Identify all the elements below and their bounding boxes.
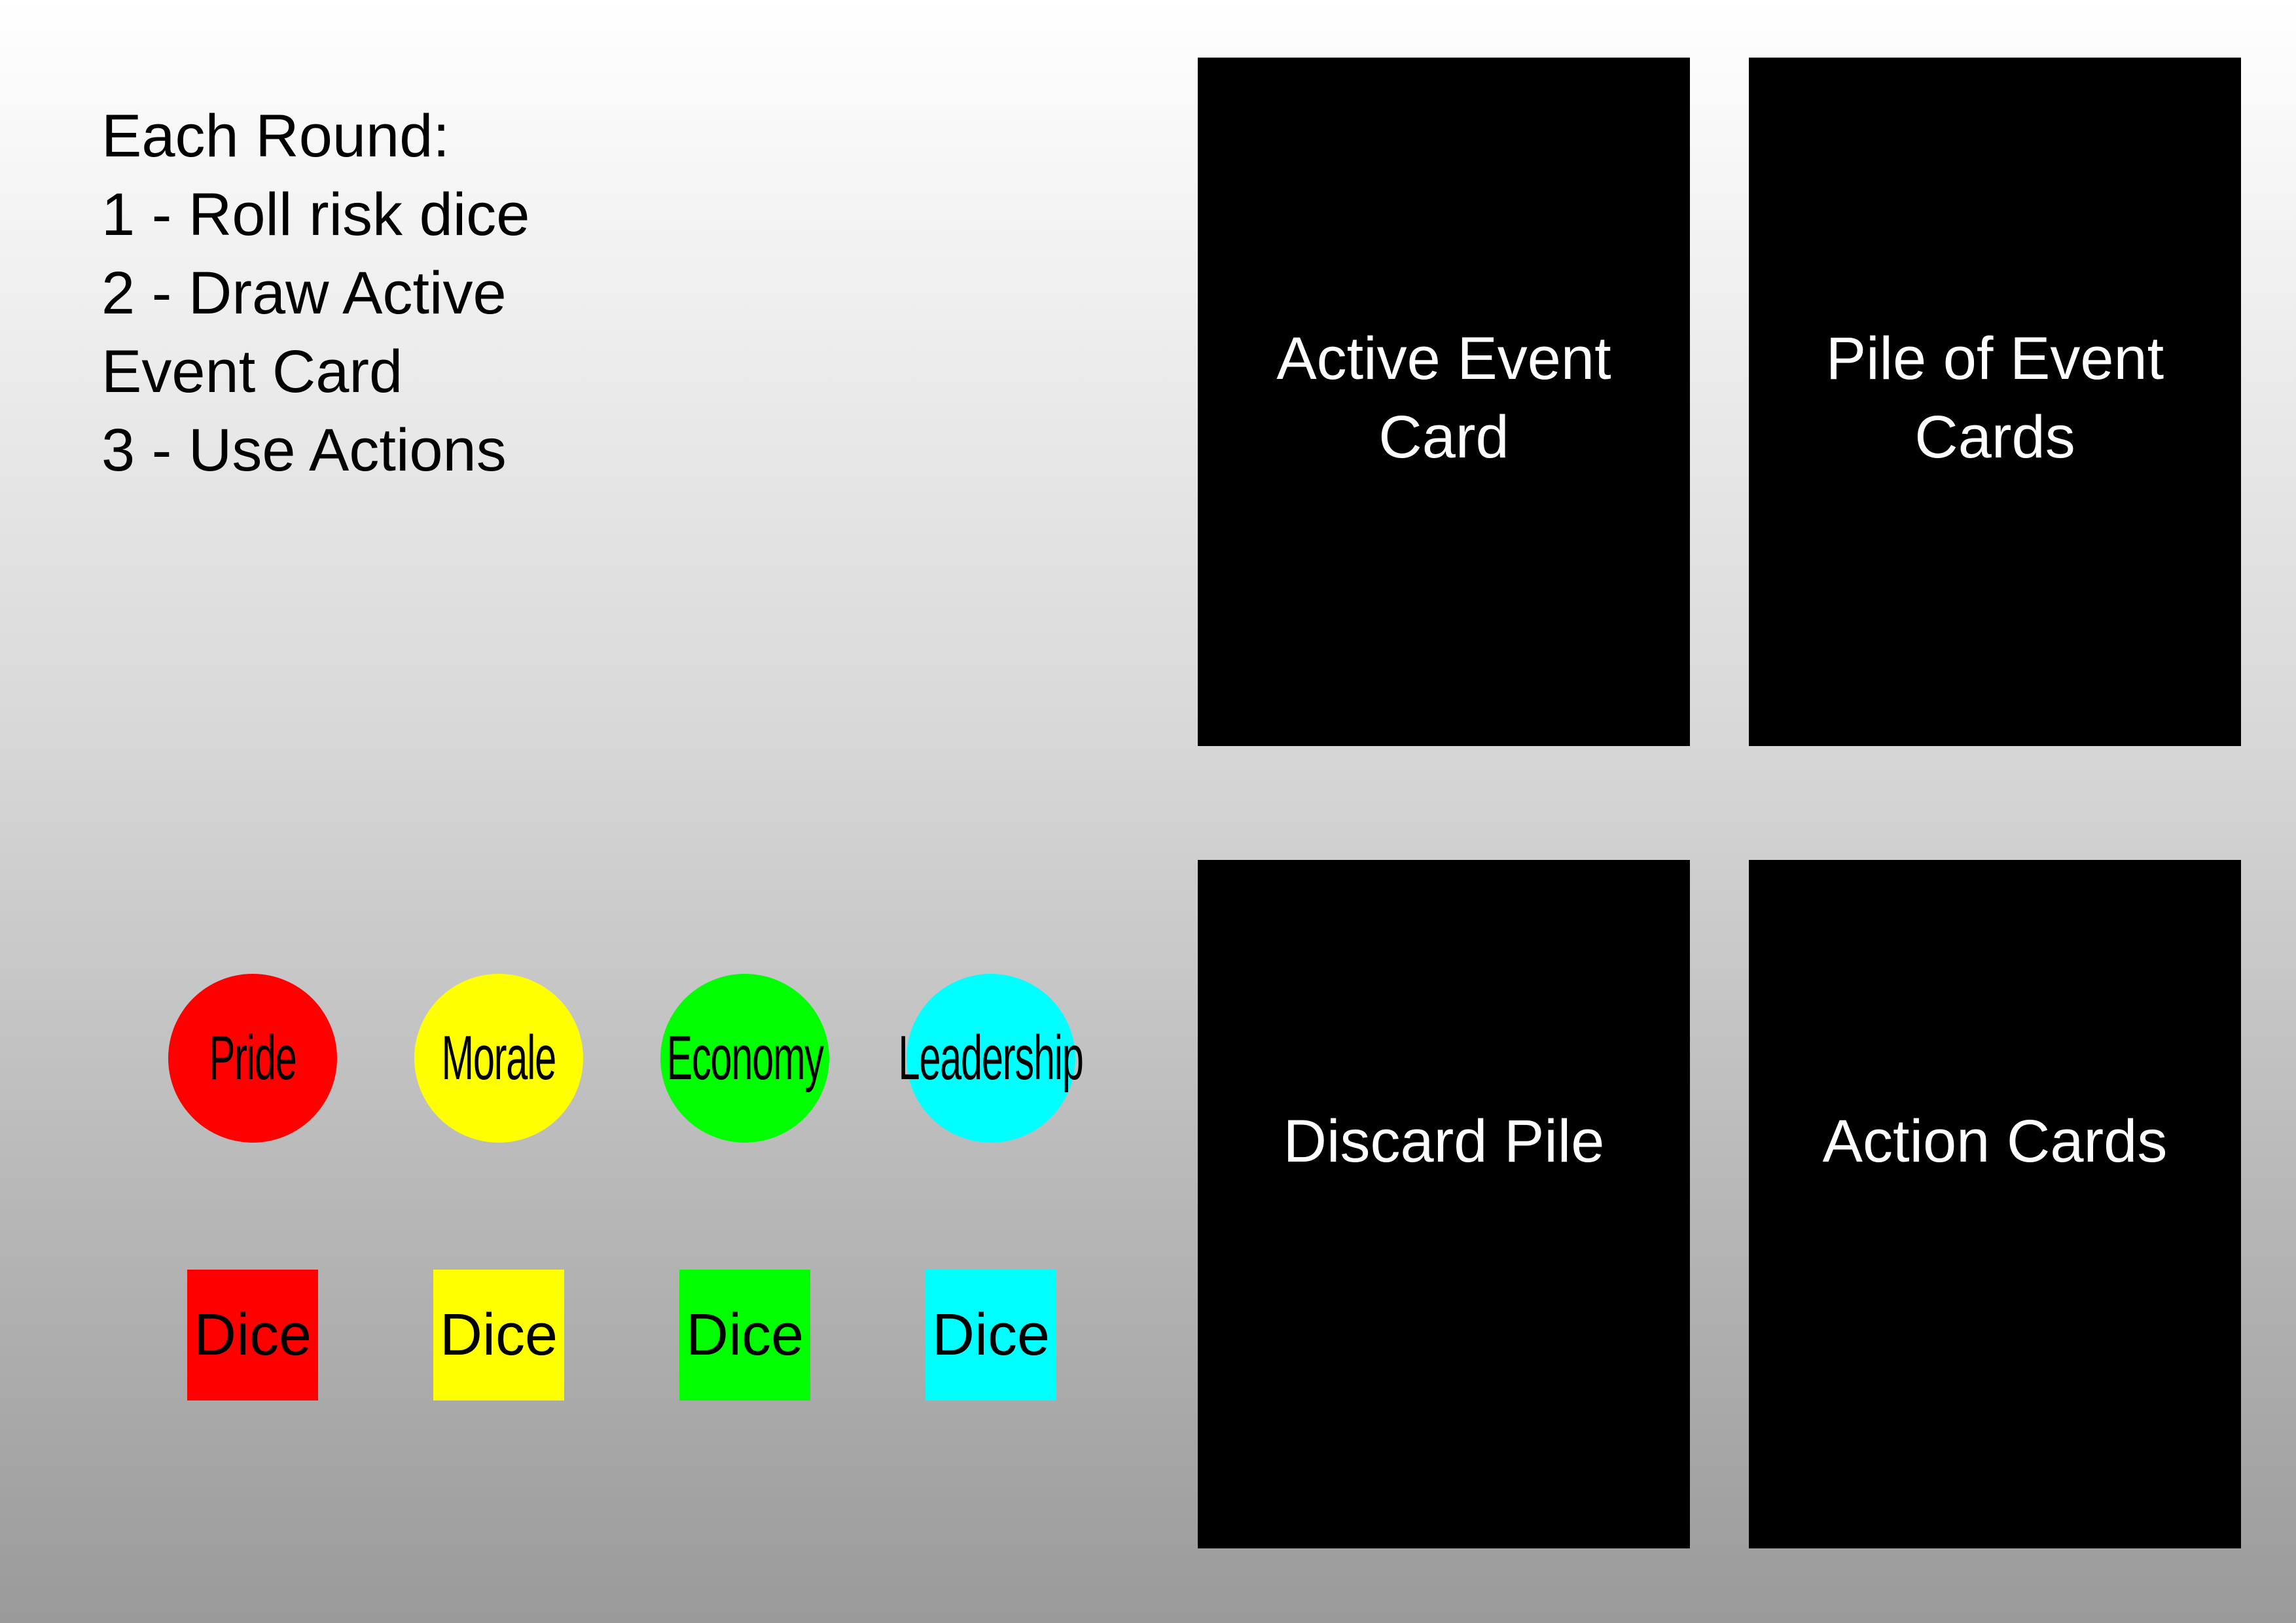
- economy-dice-label: Dice: [685, 1302, 804, 1368]
- instruction-step-1: 1 - Roll risk dice: [101, 181, 530, 248]
- action-cards-label: Action Cards: [1822, 1108, 2168, 1175]
- event-card-pile-slot[interactable]: Pile of Event Cards: [1749, 58, 2241, 746]
- leadership-token-label: Leadership: [898, 1023, 1084, 1093]
- instruction-step-2: 2 - Draw Active: [101, 260, 507, 327]
- active-event-card-label: Active Event Card: [1276, 325, 1611, 471]
- morale-token-label: Morale: [441, 1023, 557, 1093]
- instruction-heading: Each Round:: [101, 103, 450, 169]
- morale-token[interactable]: Morale: [414, 974, 583, 1143]
- morale-dice[interactable]: Dice: [433, 1270, 564, 1400]
- economy-dice[interactable]: Dice: [679, 1270, 810, 1400]
- active-event-card-slot[interactable]: Active Event Card: [1198, 58, 1690, 746]
- discard-pile-label: Discard Pile: [1283, 1108, 1605, 1175]
- leadership-dice-label: Dice: [931, 1302, 1050, 1368]
- leadership-dice[interactable]: Dice: [925, 1270, 1056, 1400]
- pride-dice-label: Dice: [193, 1302, 312, 1368]
- leadership-token[interactable]: Leadership: [899, 974, 1084, 1143]
- pride-dice[interactable]: Dice: [187, 1270, 318, 1400]
- instruction-step-2-cont: Event Card: [101, 338, 403, 405]
- action-cards-slot[interactable]: Action Cards: [1749, 860, 2241, 1548]
- economy-token[interactable]: Economy: [660, 974, 829, 1143]
- economy-token-label: Economy: [666, 1023, 824, 1093]
- event-card-pile-label: Pile of Event Cards: [1825, 325, 2164, 471]
- discard-pile-slot[interactable]: Discard Pile: [1198, 860, 1690, 1548]
- pride-token[interactable]: Pride: [168, 974, 337, 1143]
- round-instructions: Each Round: 1 - Roll risk dice 2 - Draw …: [101, 97, 599, 490]
- morale-dice-label: Dice: [439, 1302, 558, 1368]
- pride-token-label: Pride: [209, 1023, 297, 1093]
- instruction-step-3: 3 - Use Actions: [101, 417, 507, 484]
